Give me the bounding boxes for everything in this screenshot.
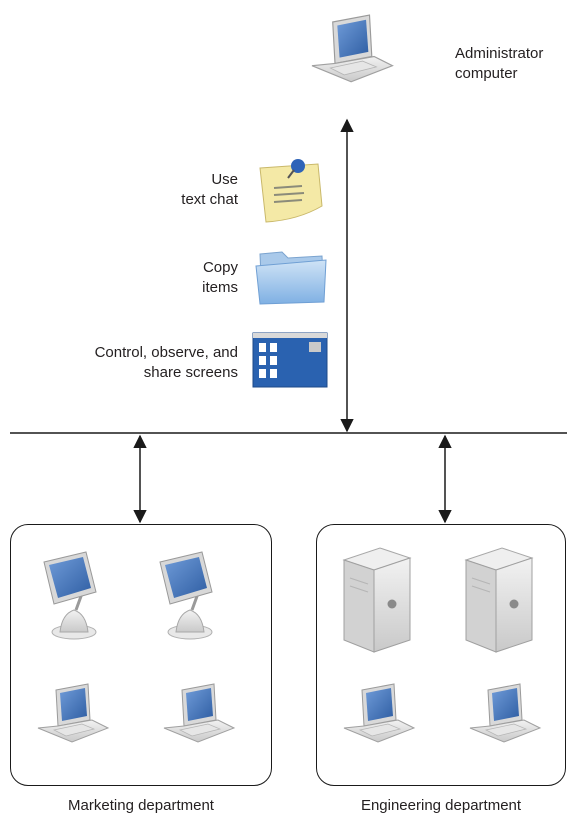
marketing-department-box bbox=[10, 524, 272, 786]
marketing-laptop-2 bbox=[163, 683, 235, 743]
marketing-imac-1 bbox=[42, 550, 98, 641]
text-chat-label: Use text chat bbox=[181, 171, 238, 208]
screen-sharing-icon bbox=[252, 332, 328, 388]
engineering-laptop-1 bbox=[343, 683, 415, 743]
administrator-laptop-icon bbox=[311, 14, 394, 83]
screen-control-label: Control, observe, and share screens bbox=[94, 344, 238, 381]
engineering-department-box bbox=[316, 524, 566, 786]
marketing-laptop-1 bbox=[37, 683, 109, 743]
copy-items-label: Copy items bbox=[202, 259, 238, 296]
sticky-note-icon bbox=[259, 159, 323, 223]
engineering-tower-2 bbox=[465, 547, 533, 653]
folder-icon bbox=[255, 251, 327, 305]
engineering-laptop-2 bbox=[469, 683, 541, 743]
engineering-department-label: Engineering department bbox=[360, 797, 522, 814]
marketing-department-label: Marketing department bbox=[68, 797, 214, 814]
marketing-imac-2 bbox=[158, 550, 214, 641]
engineering-tower-1 bbox=[343, 547, 411, 653]
administrator-label: Administrator computer bbox=[455, 45, 544, 82]
